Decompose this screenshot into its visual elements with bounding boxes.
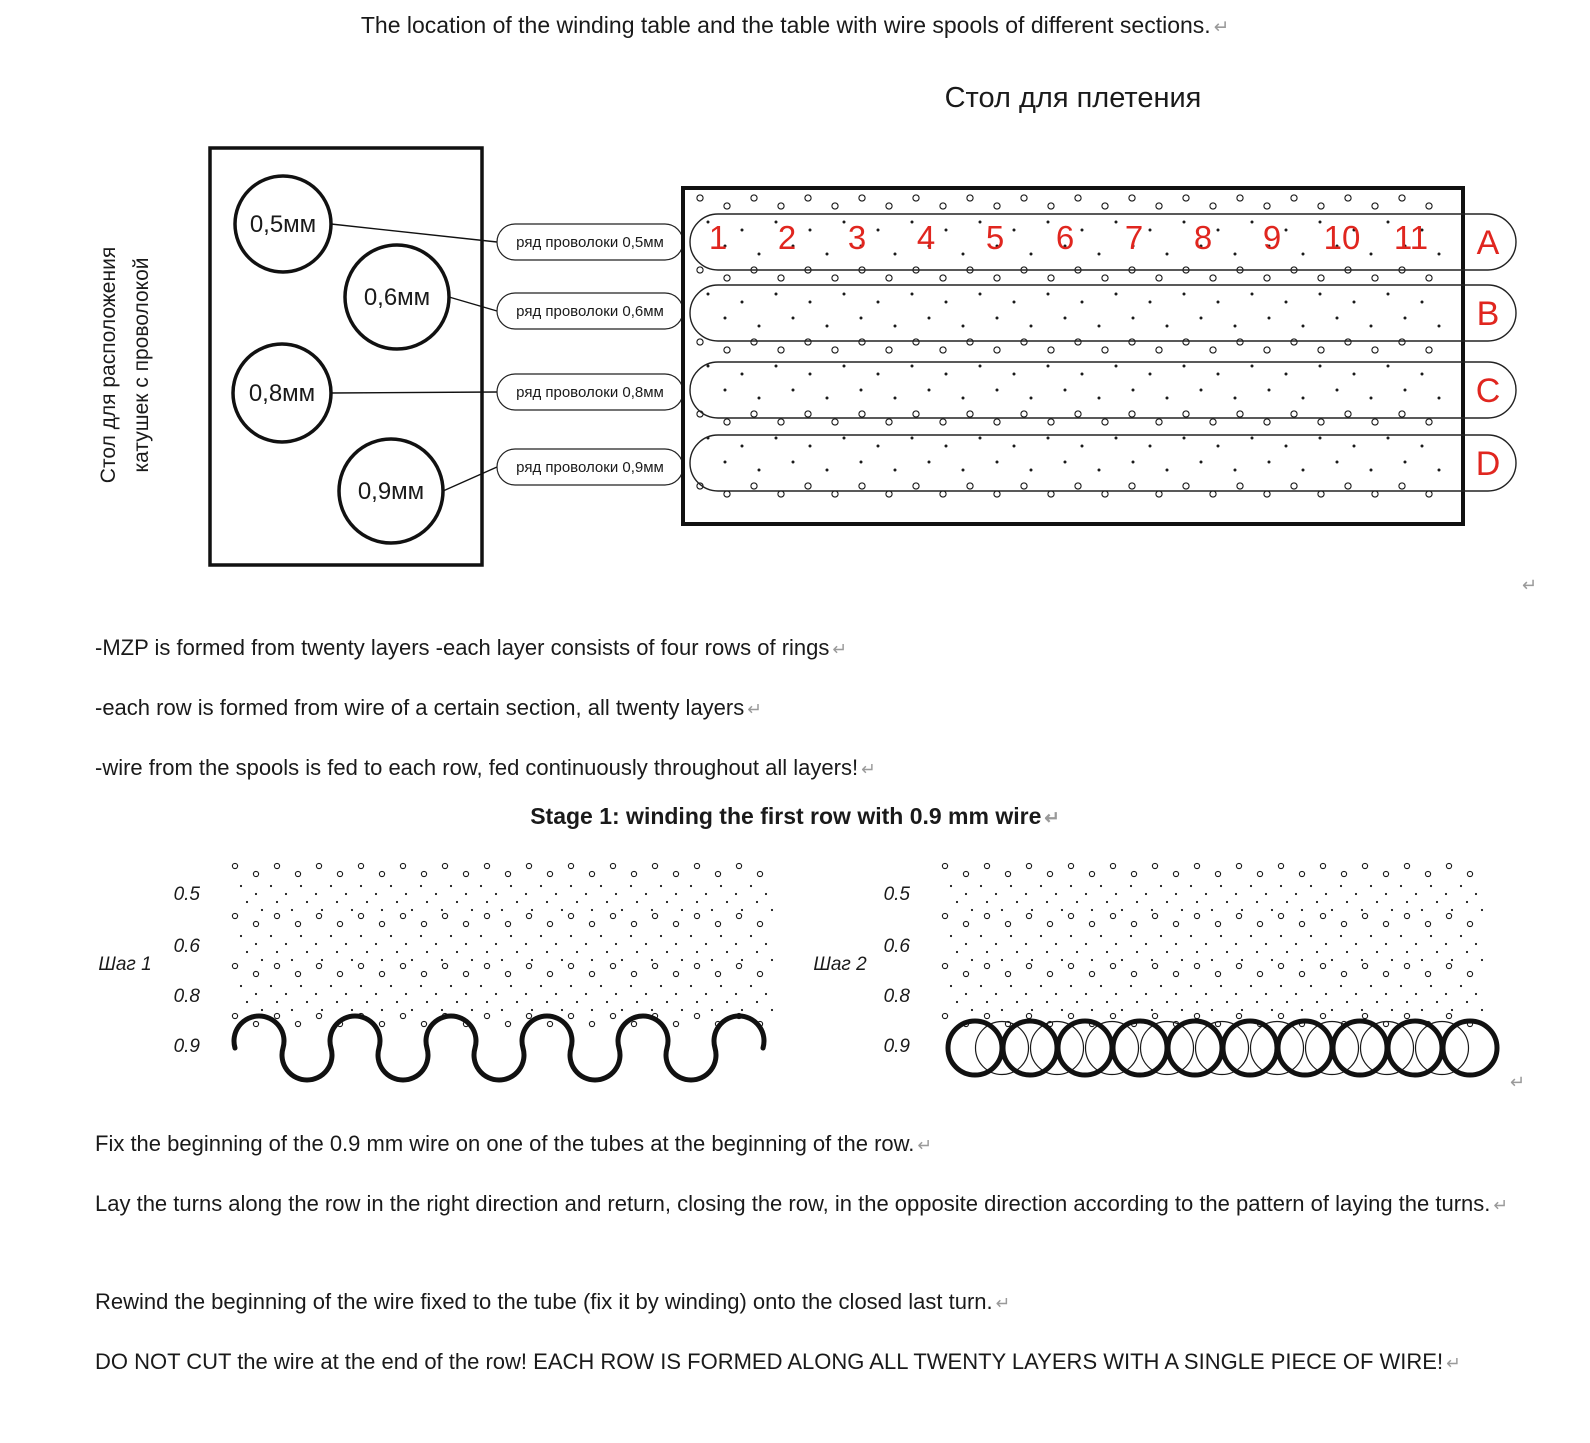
instruction-fix: Fix the beginning of the 0.9 mm wire on …	[95, 1124, 1550, 1165]
row-letter: C	[1476, 372, 1501, 410]
wire-ring-chain	[945, 1018, 1500, 1078]
wire-row-pill-label: ряд проволоки 0,9мм	[516, 459, 664, 476]
wire-serpentine	[231, 1013, 767, 1083]
ring-dot-field	[231, 862, 774, 1028]
spool-label: 0,6мм	[364, 284, 430, 311]
connector-line	[330, 391, 498, 394]
row-oval-a	[689, 213, 1517, 271]
row-oval-c	[689, 361, 1517, 419]
wire-size-label: 0.8	[883, 986, 910, 1007]
spool-table-outline	[208, 146, 484, 567]
column-number: 2	[778, 219, 796, 256]
return-mark: ↵	[1044, 807, 1060, 828]
wire-size-label: 0.5	[883, 884, 910, 905]
column-number: 10	[1324, 219, 1361, 256]
row-letter: A	[1477, 224, 1500, 262]
step2-label: Шаг 2	[813, 954, 867, 975]
wire-row-pill-label: ряд проволоки 0,6мм	[516, 303, 664, 320]
stage-heading: Stage 1: winding the first row with 0.9 …	[0, 803, 1590, 830]
column-number: 1	[709, 219, 727, 256]
return-mark: ↵	[917, 1135, 933, 1155]
wire-size-label: 0.6	[883, 936, 910, 957]
stage-heading-text: Stage 1: winding the first row with 0.9 …	[530, 803, 1042, 829]
page-title-text: The location of the winding table and th…	[360, 12, 1211, 38]
row-letter: D	[1476, 445, 1501, 483]
ring-dot-field	[941, 862, 1484, 1028]
wire-size-label: 0.6	[173, 936, 200, 957]
step1-label: Шаг 1	[98, 954, 152, 975]
spool-label: 0,9мм	[358, 478, 424, 505]
page-title: The location of the winding table and th…	[0, 12, 1590, 39]
instruction-lay: Lay the turns along the row in the right…	[95, 1184, 1515, 1225]
connector-line	[330, 223, 498, 243]
instruction-lay-text: Lay the turns along the row in the right…	[95, 1191, 1491, 1216]
column-number: 3	[848, 219, 866, 256]
wire-size-label: 0.9	[173, 1036, 200, 1057]
return-mark: ↵	[1213, 16, 1230, 37]
return-mark: ↵	[1493, 1195, 1509, 1215]
instruction-rewind-text: Rewind the beginning of the wire fixed t…	[95, 1289, 993, 1314]
note-mzp: -MZP is formed from twenty layers -each …	[95, 628, 847, 669]
connector-line	[448, 296, 498, 312]
return-mark: ↵	[832, 639, 848, 659]
instruction-fix-text: Fix the beginning of the 0.9 mm wire on …	[95, 1131, 915, 1156]
connector-line	[442, 466, 498, 492]
spool-label: 0,8мм	[249, 380, 315, 407]
instruction-do-not-cut: DO NOT CUT the wire at the end of the ro…	[95, 1342, 1550, 1383]
return-mark: ↵	[1522, 575, 1538, 595]
column-number: 11	[1394, 219, 1428, 256]
row-oval-b	[689, 284, 1517, 342]
note-rows-text: -each row is formed from wire of a certa…	[95, 695, 745, 720]
row-oval-d	[689, 434, 1517, 492]
winding-steps-diagram	[231, 862, 1500, 1083]
row-letter: B	[1477, 295, 1500, 333]
return-mark: ↵	[1446, 1353, 1461, 1373]
column-number: 6	[1056, 219, 1074, 256]
return-mark: ↵	[861, 759, 876, 779]
return-mark: ↵	[747, 699, 762, 719]
ring-dot-field	[696, 194, 1441, 498]
note-rows: -each row is formed from wire of a certa…	[95, 688, 762, 729]
column-number: 8	[1194, 219, 1212, 256]
wire-row-pill-label: ряд проволоки 0,5мм	[516, 234, 664, 251]
note-wire-feed-text: -wire from the spools is fed to each row…	[95, 755, 859, 780]
wire-row-pill-label: ряд проволоки 0,8мм	[516, 384, 664, 401]
note-wire-feed: -wire from the spools is fed to each row…	[95, 748, 876, 789]
instruction-rewind: Rewind the beginning of the wire fixed t…	[95, 1282, 1550, 1323]
weaving-table-heading: Стол для плетения	[944, 82, 1202, 114]
winding-layout-diagram: 0,5мм 0,6мм 0,8мм 0,9мм ряд проволоки 0,…	[208, 146, 1517, 567]
wire-size-label: 0.5	[173, 884, 200, 905]
spool-label: 0,5мм	[250, 211, 316, 238]
wire-size-label: 0.9	[883, 1036, 910, 1057]
column-number: 7	[1125, 219, 1143, 256]
wire-size-label: 0.8	[173, 986, 200, 1007]
instruction-do-not-cut-text: DO NOT CUT the wire at the end of the ro…	[95, 1349, 1444, 1374]
column-number: 9	[1263, 219, 1281, 256]
column-number: 5	[986, 219, 1004, 256]
note-mzp-text: -MZP is formed from twenty layers -each …	[95, 635, 830, 660]
return-mark: ↵	[995, 1293, 1011, 1313]
winding-table-outline	[681, 186, 1465, 526]
return-mark: ↵	[1510, 1072, 1526, 1092]
column-number: 4	[917, 219, 935, 256]
